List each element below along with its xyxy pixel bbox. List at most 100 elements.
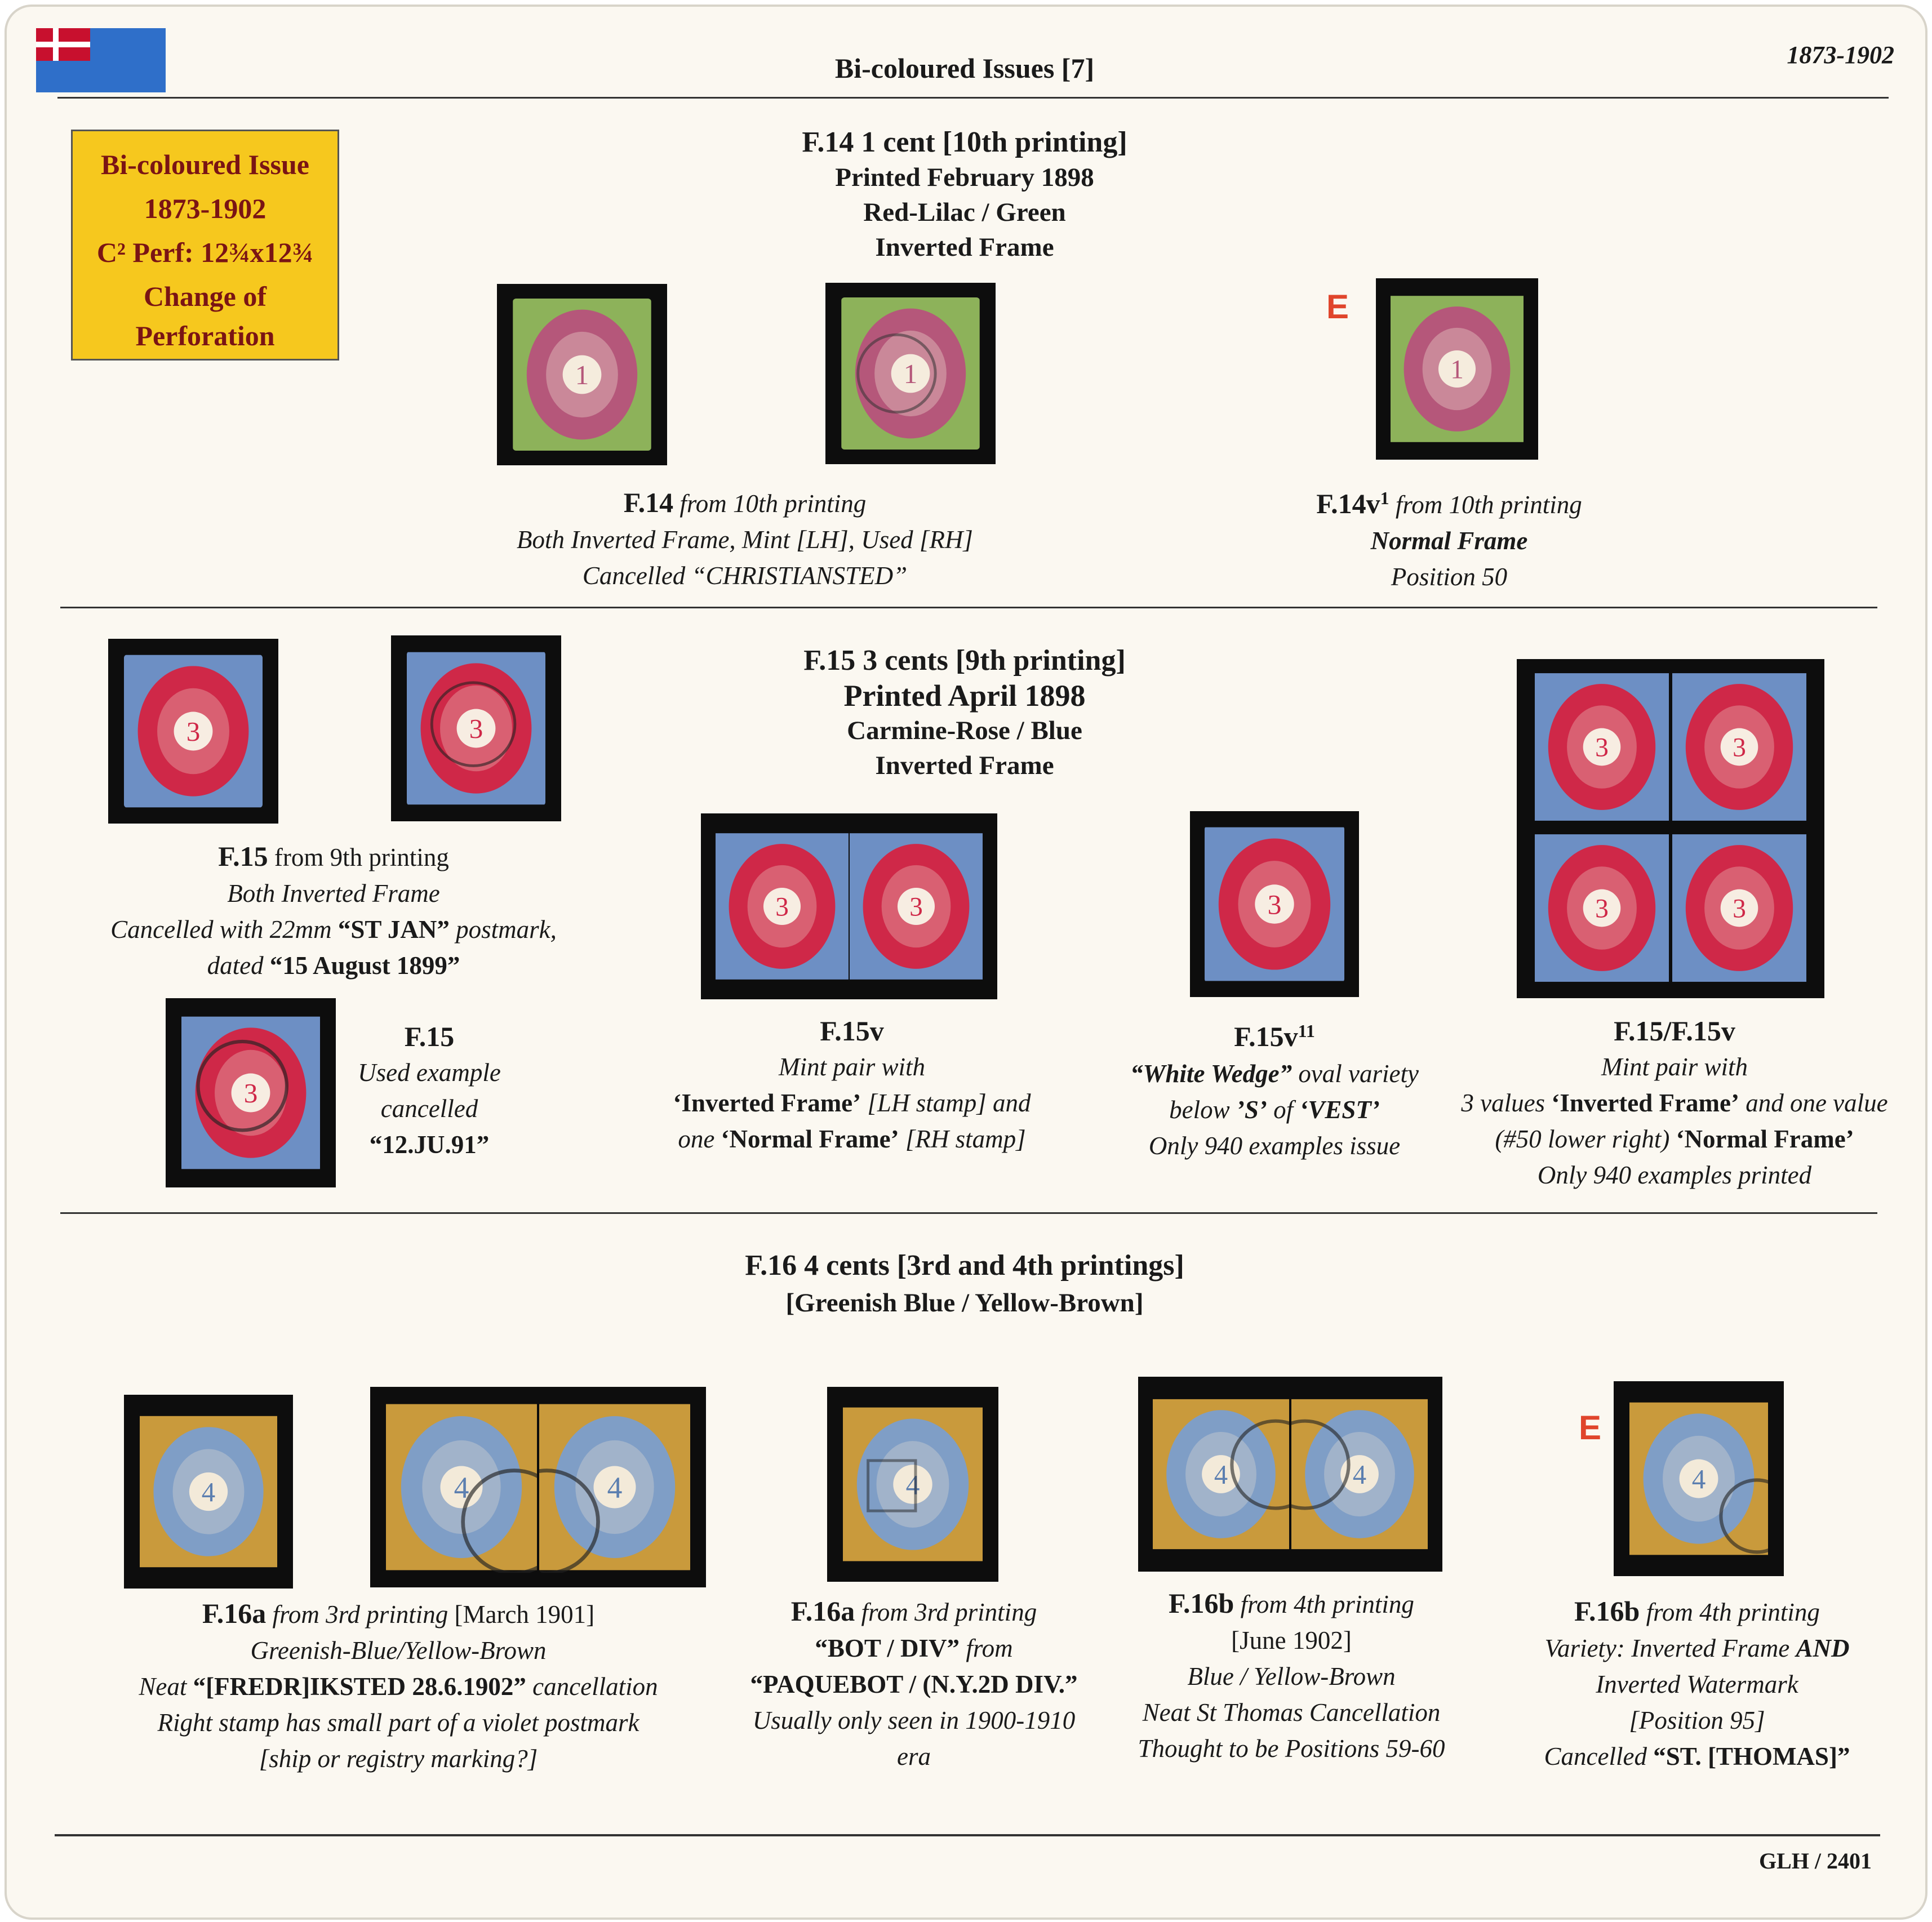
caption-text: ‘Inverted Frame’ <box>1551 1089 1739 1117</box>
caption-text: AND <box>1796 1634 1850 1662</box>
info-line-3: C² Perf: 12¾x12¾ <box>96 237 314 268</box>
caption-text: “White Wedge” <box>1130 1060 1293 1088</box>
info-line-4: Change of <box>143 281 267 312</box>
stamp-f15v11: 3 <box>1205 826 1344 982</box>
footer-rule <box>55 1834 1880 1836</box>
caption-line: [ship or registry marking?] <box>259 1745 538 1773</box>
info-line-1: Bi-coloured Issue <box>101 149 309 180</box>
caption-text: from 3rd printing <box>266 1600 448 1629</box>
caption-text: oval variety <box>1292 1060 1419 1088</box>
stamp-f16b-pair-art: 4 <box>1153 1399 1289 1550</box>
caption-text: from 4th printing <box>1234 1590 1414 1618</box>
caption-text: Cancelled <box>1544 1742 1654 1770</box>
caption-id: F.16a <box>202 1598 267 1629</box>
caption-line: Position 50 <box>1391 563 1508 591</box>
stamp-f16a-pair-art: 4 <box>539 1404 690 1573</box>
caption-line: era <box>897 1742 931 1770</box>
section2-heading-line4: Inverted Frame <box>875 751 1054 780</box>
stamp-value: 1 <box>904 358 918 389</box>
caption-id: F.16b <box>1169 1587 1234 1619</box>
caption-text: below <box>1169 1096 1236 1124</box>
stamp-value: 3 <box>244 1078 258 1109</box>
caption-text: Variety: Inverted Frame <box>1544 1634 1796 1662</box>
stamp-f14-mint: 1 <box>513 299 651 451</box>
stamp-block-top-right: 3 <box>1672 668 1806 826</box>
caption-text: [LH stamp] and <box>861 1089 1031 1117</box>
caption-line: [June 1902] <box>1231 1626 1352 1654</box>
stamp-f15v11-art: 3 <box>1205 827 1344 981</box>
caption-sup: 1 <box>1380 488 1389 508</box>
stamp-value: 3 <box>1595 895 1609 924</box>
caption-line: Only 940 examples printed <box>1537 1161 1812 1189</box>
caption-id: F.14v <box>1316 488 1380 519</box>
stamp-f14-used-art: 1 <box>841 297 980 450</box>
stamp-value: 4 <box>1692 1463 1706 1494</box>
caption-text: 3 values <box>1461 1089 1552 1117</box>
stamp-value: 1 <box>1450 355 1464 385</box>
caption-f14: F.14 from 10th printing Both Inverted Fr… <box>458 484 1032 594</box>
caption-line: Normal Frame <box>1370 527 1528 555</box>
caption-text: and one value <box>1739 1089 1888 1117</box>
stamp-f16b-pair-art: 4 <box>1291 1399 1428 1550</box>
danish-west-indies-flag-icon <box>36 28 166 92</box>
stamp-f16b-pair-right: 4 <box>1291 1391 1428 1557</box>
caption-text: dated <box>207 951 270 980</box>
caption-text: from 3rd printing <box>855 1598 1037 1626</box>
caption-line: “12.JU.91” <box>369 1131 490 1159</box>
caption-text: from 4th printing <box>1640 1598 1820 1626</box>
caption-id: F.16a <box>790 1595 855 1627</box>
caption-id: F.14 <box>623 487 674 518</box>
stamp-f14v1-art: 1 <box>1391 296 1524 442</box>
section1-heading-line1: F.14 1 cent [10th printing] <box>802 126 1127 158</box>
stamp-f15-used: 3 <box>407 651 545 806</box>
stamp-f15-used-example-art: 3 <box>181 1016 320 1169</box>
caption-f15v11: F.15v11 “White Wedge” oval variety below… <box>1089 1013 1460 1164</box>
caption-line: Cancelled “CHRISTIANSTED” <box>582 562 908 590</box>
caption-line: “PAQUEBOT / (N.Y.2D DIV.” <box>750 1670 1078 1698</box>
stamp-f15-used-art: 3 <box>407 652 545 805</box>
stamp-f16b-variety: 4 <box>1629 1396 1768 1561</box>
info-line-2: 1873-1902 <box>144 193 267 224</box>
section-divider <box>60 1212 1877 1214</box>
info-line-5: Perforation <box>135 320 275 352</box>
caption-text: (#50 lower right) <box>1495 1125 1676 1153</box>
stamp-f16a-single: 4 <box>140 1411 277 1573</box>
caption-text: Cancelled with 22mm <box>110 915 338 944</box>
stamp-block-art: 3 <box>1672 673 1806 821</box>
stamp-value: 4 <box>1214 1460 1228 1490</box>
stamp-value: 3 <box>186 716 201 747</box>
caption-text: “[FREDR]IKSTED 28.6.1902” <box>193 1672 526 1701</box>
section2-heading-line1: F.15 3 cents [9th printing] <box>803 644 1126 677</box>
stamp-block-top-left: 3 <box>1535 668 1669 826</box>
stamp-value: 3 <box>1733 895 1746 924</box>
caption-text: postmark, <box>449 915 557 944</box>
caption-text: “ST. [THOMAS]” <box>1653 1742 1850 1770</box>
caption-line: Usually only seen in 1900-1910 <box>752 1706 1076 1734</box>
issue-info-box: Bi-coloured Issue 1873-1902 C² Perf: 12¾… <box>71 130 339 361</box>
expertise-mark-icon: E <box>1579 1409 1602 1447</box>
section1-heading-line2: Printed February 1898 <box>835 163 1094 192</box>
stamp-value: 4 <box>607 1471 623 1505</box>
stamp-value: 1 <box>575 359 589 390</box>
header-rule <box>57 97 1889 99</box>
stamp-f15-used-example: 3 <box>181 1014 320 1172</box>
caption-f15-used: F.15 Used example cancelled “12.JU.91” <box>339 1018 519 1163</box>
section1-heading-line3: Red-Lilac / Green <box>863 198 1066 227</box>
page-years: 1873-1902 <box>1787 41 1894 69</box>
caption-line: Mint pair with <box>778 1053 926 1081</box>
section2-heading-line3: Carmine-Rose / Blue <box>847 716 1082 745</box>
stamp-value: 3 <box>1595 733 1609 763</box>
caption-text: ‘VEST’ <box>1299 1096 1380 1124</box>
stamp-value: 4 <box>202 1477 215 1507</box>
stamp-f14-mint-art: 1 <box>513 299 651 451</box>
stamp-f14v1: 1 <box>1391 293 1524 445</box>
caption-line: Inverted Watermark <box>1596 1670 1798 1698</box>
caption-text: from 10th printing <box>1389 491 1582 519</box>
caption-id: F.15 <box>218 840 268 872</box>
caption-line: Neat St Thomas Cancellation <box>1142 1698 1441 1727</box>
caption-f16a-botdiv: F.16a from 3rd printing “BOT / DIV” from… <box>711 1593 1117 1774</box>
caption-line: Greenish-Blue/Yellow-Brown <box>250 1636 547 1665</box>
caption-text: of <box>1267 1096 1300 1124</box>
caption-f15-block: F.15/F.15v Mint pair with 3 values ‘Inve… <box>1427 1013 1922 1193</box>
caption-line: Right stamp has small part of a violet p… <box>157 1709 639 1737</box>
